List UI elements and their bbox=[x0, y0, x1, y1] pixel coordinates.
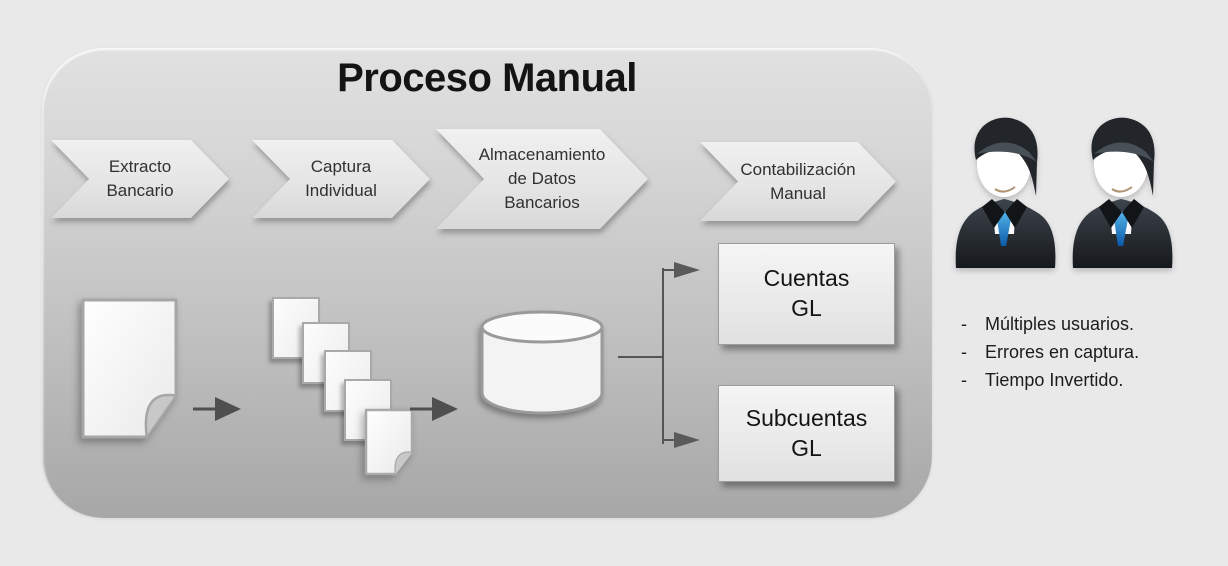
chevron-shape-icon: Extracto Bancario bbox=[51, 140, 229, 218]
step-label: Contabilización Manual bbox=[740, 159, 856, 203]
right-arrow-icon bbox=[193, 397, 241, 421]
note-text: Múltiples usuarios. bbox=[985, 314, 1135, 334]
output-label: Subcuentas GL bbox=[745, 404, 868, 461]
step-captura-individual: Captura Individual bbox=[252, 140, 430, 218]
list-item: - Tiempo Invertido. bbox=[956, 366, 1222, 394]
panel-title: Proceso Manual bbox=[337, 56, 637, 100]
manual-process-panel: Proceso Manual Extracto Bancario Captura… bbox=[42, 48, 932, 518]
document-stack-icon bbox=[270, 295, 420, 483]
document-icon bbox=[81, 298, 178, 440]
step-almacenamiento-datos: Almacenamiento de Datos Bancarios bbox=[436, 129, 648, 229]
note-text: Errores en captura. bbox=[985, 342, 1140, 362]
note-text: Tiempo Invertido. bbox=[985, 370, 1124, 390]
step-contabilizacion-manual: Contabilización Manual bbox=[700, 142, 896, 221]
step-label: Almacenamiento de Datos Bancarios bbox=[478, 145, 606, 212]
database-cylinder-icon bbox=[480, 310, 604, 415]
document-icon bbox=[364, 408, 414, 476]
step-extracto-bancario: Extracto Bancario bbox=[51, 140, 229, 218]
dash-bullet: - bbox=[961, 314, 967, 334]
step-label: Captura Individual bbox=[305, 157, 377, 200]
businessman-icon bbox=[1072, 117, 1173, 268]
chevron-shape-icon: Captura Individual bbox=[252, 140, 430, 218]
list-item: - Errores en captura. bbox=[956, 338, 1222, 366]
dash-bullet: - bbox=[961, 342, 967, 362]
output-label: Cuentas GL bbox=[763, 265, 850, 321]
businessman-icon bbox=[955, 117, 1056, 268]
subcuentas-gl-box: Subcuentas GL bbox=[718, 385, 895, 482]
chevron-shape-icon: Almacenamiento de Datos Bancarios bbox=[436, 129, 648, 229]
branch-connector bbox=[618, 262, 700, 448]
cuentas-gl-box: Cuentas GL bbox=[718, 243, 895, 345]
step-label: Extracto Bancario bbox=[106, 157, 174, 200]
right-arrow-icon bbox=[410, 397, 458, 421]
list-item: - Múltiples usuarios. bbox=[956, 310, 1222, 338]
chevron-shape-icon: Contabilización Manual bbox=[700, 142, 896, 221]
drawbacks-list: - Múltiples usuarios. - Errores en captu… bbox=[956, 310, 1222, 394]
dash-bullet: - bbox=[961, 370, 967, 390]
